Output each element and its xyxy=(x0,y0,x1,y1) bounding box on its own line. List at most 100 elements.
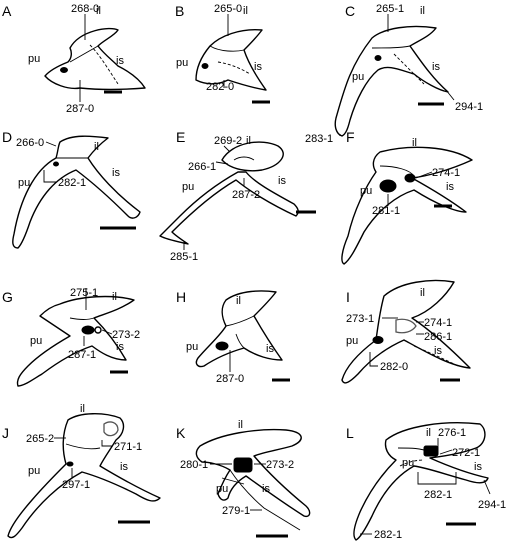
ilium-label: il xyxy=(94,141,99,153)
leader-line xyxy=(101,440,112,447)
leader-line xyxy=(439,449,453,455)
ilium-label: il xyxy=(420,5,425,17)
character-label: 280-1 xyxy=(180,459,208,471)
pubis-label: pu xyxy=(216,483,228,495)
panel-k: K il 280-1 273-2 pu is 279-1 xyxy=(176,419,311,538)
ischium-label: is xyxy=(474,461,482,473)
ilium-label: il xyxy=(420,287,425,299)
pubis-label: pu xyxy=(30,335,42,347)
suture-line xyxy=(371,45,411,49)
panel-d: D 266-0 il is pu 282-1 xyxy=(2,129,141,249)
character-label: 283-1 xyxy=(305,133,333,145)
character-label: 286-1 xyxy=(424,331,452,343)
ilium-outline xyxy=(341,146,473,265)
pubis-label: pu xyxy=(18,177,30,189)
character-label: 297-1 xyxy=(62,479,90,491)
ilium-label: il xyxy=(112,291,117,303)
character-label: 287-2 xyxy=(232,189,260,201)
ischium-label: is xyxy=(116,341,124,353)
suture-line xyxy=(225,315,255,327)
character-label: 275-1 xyxy=(70,287,98,299)
ischium-label: is xyxy=(254,61,262,73)
character-label: 269-2 xyxy=(214,135,242,147)
leader-line xyxy=(445,89,455,101)
character-label: 265-0 xyxy=(214,3,242,15)
panel-b: B 265-0 il pu is 282-0 xyxy=(175,3,270,104)
ischium-label: is xyxy=(262,483,270,495)
ilium-label: il xyxy=(236,295,241,307)
ischium-label: is xyxy=(116,55,124,67)
character-label: 279-1 xyxy=(222,505,250,517)
ilium-outline xyxy=(44,27,146,91)
panel-l: L il 276-1 272-1 pu is 282-1 294-1 282-1 xyxy=(346,422,506,541)
panel-i: I il 273-1 274-1 286-1 pu is 282-0 xyxy=(341,279,471,384)
leader-line xyxy=(101,329,113,335)
pubis-outline xyxy=(159,171,299,245)
panel-letter: K xyxy=(176,425,186,441)
character-label: 282-0 xyxy=(380,361,408,373)
ilium-outline xyxy=(195,29,267,91)
pubis-label: pu xyxy=(176,57,188,69)
ilium-outline xyxy=(334,25,449,137)
panel-c: C 265-1 il pu is 294-1 283-1 xyxy=(305,3,483,145)
leader-line xyxy=(415,171,433,179)
character-label: 274-1 xyxy=(424,317,452,329)
panel-letter: B xyxy=(175,3,184,19)
pubis-label: pu xyxy=(182,181,194,193)
character-label: 287-0 xyxy=(66,103,94,115)
pubis-label: pu xyxy=(360,185,372,197)
ilium-outline xyxy=(7,413,161,539)
acetabulum xyxy=(233,457,253,473)
panel-letter: J xyxy=(2,425,9,441)
character-label: 273-1 xyxy=(346,313,374,325)
leader-line xyxy=(43,170,56,183)
acetabulum xyxy=(53,161,59,167)
panel-j: J il 265-2 271-1 pu 297-1 is xyxy=(2,403,161,539)
ilium-label: il xyxy=(426,427,431,439)
suture-line xyxy=(221,477,245,485)
tubercle xyxy=(94,326,102,334)
panel-f: F il 274-1 pu is 281-1 xyxy=(341,129,473,265)
acetabulum xyxy=(372,336,384,344)
character-label: 282-1 xyxy=(374,529,402,541)
acetabulum xyxy=(66,461,74,467)
character-label: 282-1 xyxy=(58,177,86,189)
ilium-label: il xyxy=(243,5,248,17)
panel-g: G 275-1 il 273-2 pu is 287-1 xyxy=(2,287,140,387)
acetabulum xyxy=(423,445,439,457)
ischium-label: is xyxy=(266,343,274,355)
panel-letter: E xyxy=(176,129,185,145)
character-label: 273-2 xyxy=(266,459,294,471)
character-label: 276-1 xyxy=(438,427,466,439)
acetabulum xyxy=(374,55,382,61)
ilium-outline xyxy=(353,422,489,541)
panel-letter: A xyxy=(2,3,12,19)
character-label: 265-1 xyxy=(376,3,404,15)
character-label: 274-1 xyxy=(432,167,460,179)
ilium-label: il xyxy=(412,137,417,149)
pubis-label: pu xyxy=(28,465,40,477)
panel-letter: F xyxy=(346,129,355,145)
ilium-label: il xyxy=(238,419,243,431)
ilium-outline xyxy=(12,135,141,249)
panel-a: A 268-0 il is pu 287-0 xyxy=(2,3,146,115)
panel-letter: C xyxy=(345,3,355,19)
ilium-label: il xyxy=(80,403,85,415)
character-label: 285-1 xyxy=(170,251,198,263)
acetabulum xyxy=(215,341,229,351)
ischium-label: is xyxy=(432,61,440,73)
character-label: 273-2 xyxy=(112,329,140,341)
panel-e: E 269-2 il 266-1 pu is 287-2 285-1 xyxy=(159,129,316,263)
leader-line xyxy=(369,352,378,367)
ischium-label: is xyxy=(434,345,442,357)
suture-line xyxy=(393,53,425,85)
tubercle xyxy=(103,421,119,437)
character-label: 271-1 xyxy=(114,441,142,453)
ischium-label: is xyxy=(446,181,454,193)
acetabulum xyxy=(379,179,397,193)
character-label: 287-1 xyxy=(68,349,96,361)
tubercle xyxy=(395,318,417,334)
leader-line xyxy=(483,479,491,495)
ischium-label: is xyxy=(112,167,120,179)
